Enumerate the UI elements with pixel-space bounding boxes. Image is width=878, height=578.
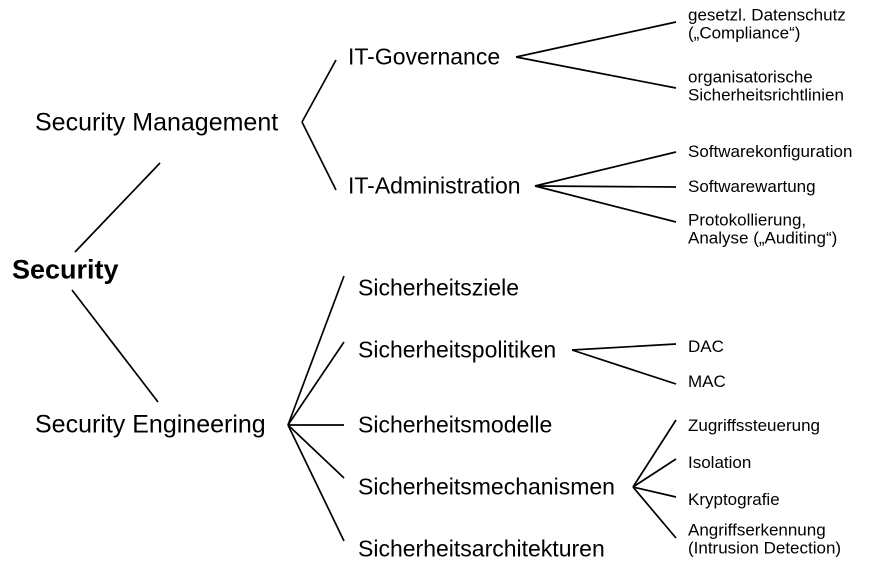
edge-mechanismen-to-kryptografie xyxy=(632,486,677,498)
edge-engineering-to-ziele xyxy=(287,275,345,426)
node-softwarekonfiguration: Softwarekonfiguration xyxy=(688,141,853,161)
node-softwarewartung-line1: Softwarewartung xyxy=(688,176,816,196)
node-sicherheitsarchitekturen: Sicherheitsarchitekturen xyxy=(358,535,605,562)
node-organisatorische-sicherheitsrichtlinien-line1: organisatorische xyxy=(688,67,813,87)
edge-engineering-to-politiken xyxy=(287,341,345,426)
node-zugriffssteuerung: Zugriffssteuerung xyxy=(688,415,820,435)
node-security: Security xyxy=(12,254,119,285)
node-security-management: Security Management xyxy=(35,108,279,137)
node-protokollierung-analyse-line1: Protokollierung, xyxy=(688,210,807,230)
node-angriffserkennung-line1: Angriffserkennung xyxy=(688,520,826,540)
edge-engineering-to-architekturen xyxy=(287,424,345,542)
node-dac: DAC xyxy=(688,336,724,356)
node-mac-line1: MAC xyxy=(688,371,726,391)
node-softwarewartung: Softwarewartung xyxy=(688,176,816,196)
node-isolation: Isolation xyxy=(688,452,752,472)
node-protokollierung-analyse-line2: Analyse („Auditing“) xyxy=(688,229,838,248)
edge-engineering-to-mechanismen xyxy=(287,424,345,479)
node-softwarekonfiguration-line1: Softwarekonfiguration xyxy=(688,141,853,161)
node-mac: MAC xyxy=(688,371,726,391)
edge-security-to-management xyxy=(74,162,161,253)
node-gesetzl-datenschutz-line1: gesetzl. Datenschutz xyxy=(688,5,846,25)
edge-governance-to-richtlinien xyxy=(515,56,677,89)
node-kryptografie-line1: Kryptografie xyxy=(688,489,780,509)
node-sicherheitsziele: Sicherheitsziele xyxy=(358,274,520,301)
node-it-administration: IT-Administration xyxy=(348,172,521,199)
edge-admin-to-wartung xyxy=(534,185,677,188)
node-gesetzl-datenschutz: gesetzl. Datenschutz(„Compliance“) xyxy=(688,5,846,44)
node-protokollierung-analyse: Protokollierung,Analyse („Auditing“) xyxy=(688,210,838,249)
node-sicherheitsmodelle: Sicherheitsmodelle xyxy=(358,411,553,438)
node-angriffserkennung: Angriffserkennung(Intrusion Detection) xyxy=(688,520,842,559)
edge-governance-to-datenschutz xyxy=(515,21,677,58)
node-security-engineering: Security Engineering xyxy=(35,410,266,439)
node-zugriffssteuerung-line1: Zugriffssteuerung xyxy=(688,415,820,435)
edge-politiken-to-dac xyxy=(571,343,677,351)
edge-admin-to-konfiguration xyxy=(534,151,677,187)
node-isolation-line1: Isolation xyxy=(688,452,752,472)
edge-security-to-engineering xyxy=(71,289,159,403)
node-sicherheitsmechanismen: Sicherheitsmechanismen xyxy=(358,473,615,500)
node-organisatorische-sicherheitsrichtlinien-line2: Sicherheitsrichtlinien xyxy=(688,86,844,105)
edge-management-fan-bottom xyxy=(301,121,337,191)
edge-politiken-to-mac xyxy=(571,349,677,385)
node-angriffserkennung-line2: (Intrusion Detection) xyxy=(688,539,842,558)
edge-admin-to-protokollierung xyxy=(534,185,677,223)
node-it-governance: IT-Governance xyxy=(348,43,501,70)
edge-mechanismen-to-angriffserkennung xyxy=(632,486,677,539)
node-dac-line1: DAC xyxy=(688,336,724,356)
edge-mechanismen-to-zugriffssteuerung xyxy=(632,419,677,488)
node-gesetzl-datenschutz-line2: („Compliance“) xyxy=(688,24,801,43)
edge-management-fan-top xyxy=(301,59,337,123)
node-sicherheitspolitiken: Sicherheitspolitiken xyxy=(358,336,557,363)
edge-mechanismen-to-isolation xyxy=(632,458,677,488)
node-kryptografie: Kryptografie xyxy=(688,489,780,509)
